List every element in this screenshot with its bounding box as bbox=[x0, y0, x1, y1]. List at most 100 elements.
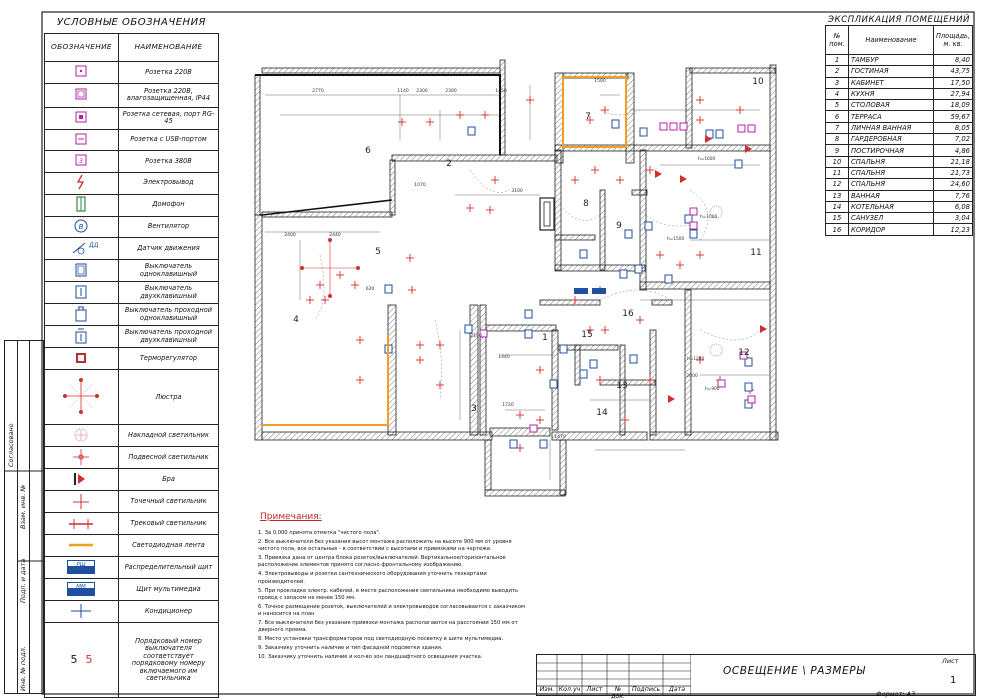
switch-single-icon bbox=[619, 269, 628, 279]
surface-lamp-icon bbox=[51, 426, 111, 447]
chimney bbox=[539, 197, 555, 231]
legend-symbol: В bbox=[44, 215, 119, 239]
wall-segment bbox=[484, 489, 566, 497]
room-name: ПОСТИРОЧНАЯ bbox=[848, 144, 934, 157]
room-area: 59,67 bbox=[933, 110, 973, 123]
switch-single-icon bbox=[524, 329, 533, 339]
switch-single-icon bbox=[629, 354, 638, 364]
wall-segment bbox=[261, 431, 493, 441]
sconce-icon bbox=[745, 145, 752, 153]
wall-segment bbox=[631, 189, 648, 196]
dimension-label: 2300 bbox=[416, 88, 428, 94]
legend-symbol bbox=[44, 106, 119, 130]
switch-single-icon bbox=[715, 129, 724, 139]
dimension-label: 1440 bbox=[498, 354, 510, 360]
wall-segment bbox=[559, 439, 567, 496]
surface-lamp-icon bbox=[709, 205, 723, 219]
room-name: СТОЛОВАЯ bbox=[848, 99, 934, 112]
height-label: h=1200 bbox=[687, 356, 705, 362]
switch-single-icon bbox=[639, 127, 648, 137]
room-name: ТАМБУР bbox=[848, 53, 934, 67]
switch-single-icon bbox=[539, 439, 548, 449]
wall-segment bbox=[261, 67, 501, 74]
sconce-icon bbox=[51, 470, 111, 491]
room-label: 13 bbox=[616, 381, 627, 391]
socket-220-icon bbox=[717, 379, 726, 388]
title-block: Изм. Кол.уч Лист № док. Подпись Дата ОСВ… bbox=[536, 654, 976, 700]
fan-icon: В bbox=[51, 217, 111, 238]
socket-220-icon bbox=[659, 122, 668, 131]
room-name: ТЕРРАСА bbox=[848, 110, 934, 123]
room-name: САНУЗЕЛ bbox=[848, 212, 934, 225]
drawing-title: ОСВЕЩЕНИЕ \ РАЗМЕРЫ bbox=[723, 665, 866, 677]
room-number: 12 bbox=[825, 178, 849, 191]
dimension-label: 1450 bbox=[495, 88, 507, 94]
legend-symbol bbox=[44, 490, 119, 514]
switch-single-icon bbox=[684, 214, 693, 224]
legend-row: Бра bbox=[44, 468, 220, 492]
legend-col-name: НАИМЕНОВАНИЕ bbox=[117, 33, 220, 62]
room-number: 15 bbox=[825, 212, 849, 225]
height-label: h=900 bbox=[705, 386, 720, 392]
legend-symbol bbox=[44, 193, 119, 217]
chandelier-lamp bbox=[356, 266, 360, 270]
legend-title: УСЛОВНЫЕ ОБОЗНАЧЕНИЯ bbox=[56, 17, 207, 28]
legend-name: Люстра bbox=[117, 369, 220, 426]
sconce-icon bbox=[655, 170, 662, 178]
room-area: 24,60 bbox=[933, 178, 973, 191]
room-number: 10 bbox=[825, 155, 849, 168]
room-area: 21,18 bbox=[933, 155, 973, 168]
room-area: 7,76 bbox=[933, 189, 973, 202]
terrace-outline bbox=[255, 74, 501, 155]
wall-segment bbox=[387, 304, 397, 436]
wiring-arc bbox=[469, 169, 511, 193]
distribution-board-icon bbox=[574, 288, 588, 294]
dimension-label: 620 bbox=[366, 286, 375, 292]
switch-single-icon bbox=[579, 249, 588, 259]
room-name: ВАННАЯ bbox=[848, 189, 934, 202]
terrace-edge bbox=[260, 199, 393, 216]
note-item: 1. За 0,000 принята отметка "чистого пол… bbox=[258, 530, 381, 536]
explication-title: ЭКСПЛИКАЦИЯ ПОМЕЩЕНИЙ bbox=[828, 15, 970, 25]
board-label: ММ bbox=[77, 584, 87, 590]
room-label: 16 bbox=[622, 309, 634, 319]
room-area: 17,50 bbox=[933, 76, 973, 89]
room-number: 6 bbox=[825, 110, 849, 123]
room-area: 8,40 bbox=[933, 53, 973, 67]
wiring-arc bbox=[599, 289, 671, 301]
legend-name: Порядковый номер выключателя соответству… bbox=[117, 622, 220, 699]
height-label: h=1600 bbox=[698, 156, 716, 162]
room-area: 8,05 bbox=[933, 121, 973, 135]
switch-single-icon bbox=[744, 382, 753, 392]
side-stamp-col-2 bbox=[17, 341, 30, 693]
plan-walls bbox=[254, 59, 779, 497]
room-name: ГОСТИНАЯ bbox=[848, 65, 934, 78]
room-number: 16 bbox=[825, 223, 849, 236]
board-label: РЩ bbox=[77, 562, 86, 568]
sheet-number: 1 bbox=[950, 675, 957, 686]
tb-col-doc: № док. bbox=[610, 686, 625, 700]
note-item: 2. Все выключатели без указания высот мо… bbox=[258, 539, 512, 553]
wall-segment bbox=[485, 324, 557, 332]
wall-segment bbox=[649, 329, 657, 436]
spot-lamp-icon bbox=[51, 492, 111, 513]
dimension-label: 2190 bbox=[470, 333, 482, 339]
dimension-label: 1720 bbox=[502, 402, 514, 408]
wiring-arc bbox=[599, 109, 641, 116]
svg-text:3: 3 bbox=[80, 158, 84, 165]
multimedia-board-icon: ММ bbox=[51, 580, 111, 601]
socket-380-icon: 3 bbox=[51, 151, 111, 172]
room-number: 13 bbox=[825, 189, 849, 202]
note-item: 5. При прокладке электр. кабелей, в мест… bbox=[258, 587, 519, 601]
note-item: 9. Заказчику уточнить наличие и тип фаса… bbox=[258, 645, 443, 652]
